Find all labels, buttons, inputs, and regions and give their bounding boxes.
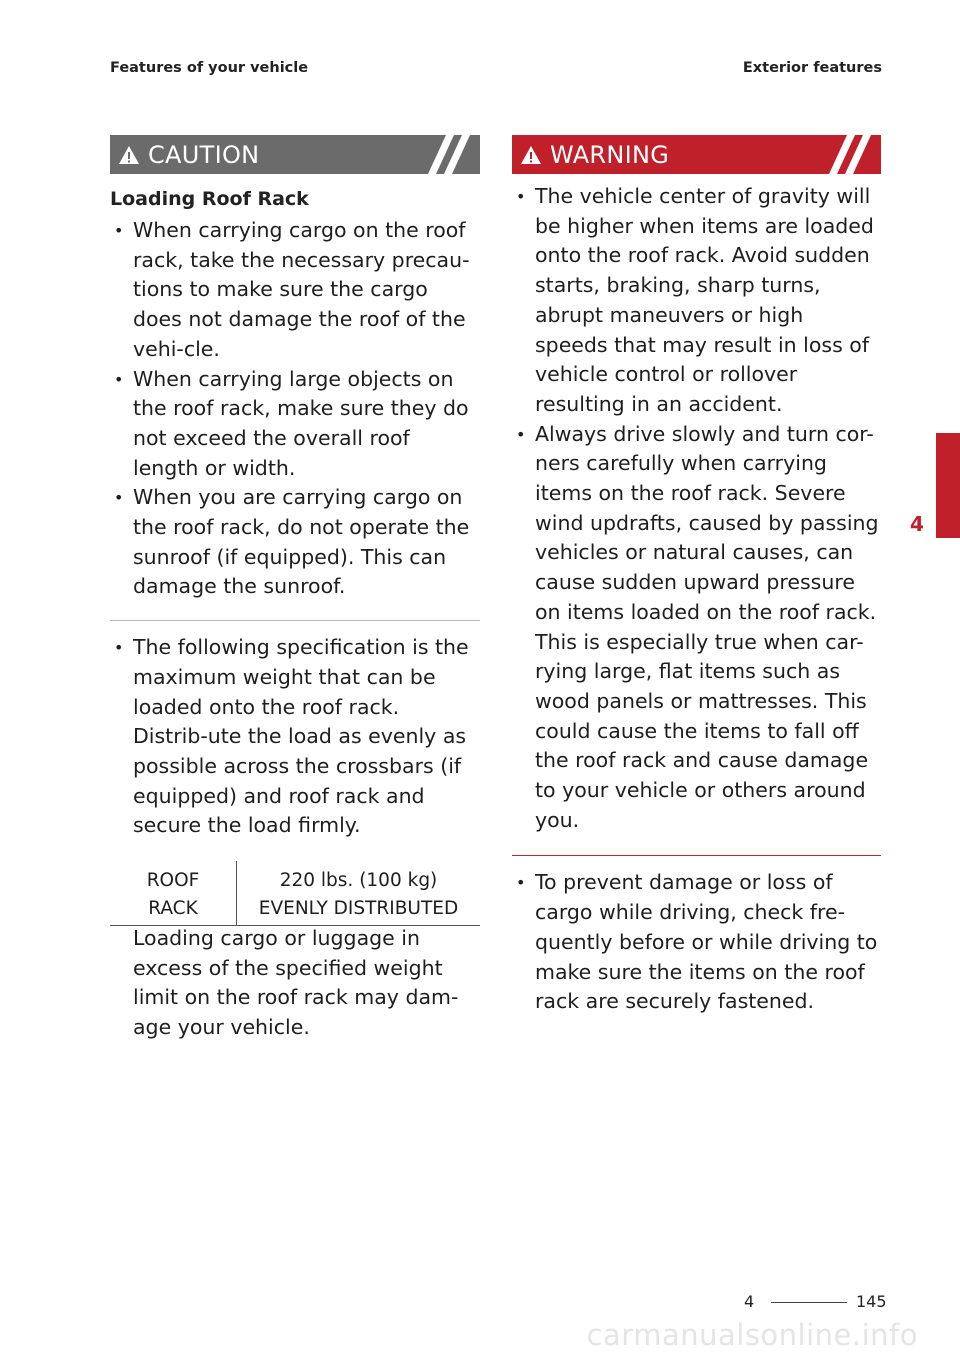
warning-triangle-icon: [521, 145, 541, 164]
spec-list: • The following specification is the maxi…: [110, 633, 480, 841]
page-number: 145: [856, 1292, 887, 1311]
chapter-side-number: 4: [910, 512, 924, 536]
spec-value-line: 220 lbs. (100 kg): [279, 870, 438, 892]
bullet-dot: •: [114, 369, 124, 389]
section-divider: [110, 620, 480, 622]
list-item: • To prevent damage or loss of cargo whil…: [512, 868, 881, 1017]
list-item: • When carrying large objects on the roof…: [110, 365, 480, 484]
banner-stripes-decoration: [829, 135, 871, 174]
list-item: • When you are carrying cargo on the roof…: [110, 483, 480, 602]
list-item: • When carrying cargo on the roof rack, t…: [110, 216, 480, 365]
running-header-section: Features of your vehicle: [110, 60, 309, 76]
running-header-chapter: Exterior features: [742, 60, 882, 76]
bullet-dot: •: [114, 221, 124, 240]
warning-column: WARNING • The vehicle center of gravity w…: [512, 135, 881, 1017]
spec-label-line: RACK: [148, 898, 198, 920]
list-item: • The vehicle center of gravity will be h…: [512, 182, 881, 420]
caution-list: • When carrying cargo on the roof rack, t…: [110, 216, 480, 602]
bullet-dot: •: [516, 187, 526, 206]
list-item-text: When carrying cargo on the roof rack, ta…: [133, 218, 470, 361]
table-row: ROOF RACK 220 lbs. (100 kg) EVENLY DISTR…: [110, 861, 480, 926]
warning-list: • The vehicle center of gravity will be h…: [512, 182, 881, 835]
bullet-dot: •: [114, 638, 124, 658]
list-item-text: The following specification is the maxim…: [133, 635, 469, 838]
warning-banner: WARNING: [512, 135, 881, 174]
caution-subheading: Loading Roof Rack: [110, 188, 309, 210]
footer-chapter-number: 4: [744, 1292, 755, 1311]
fastening-list: • To prevent damage or loss of cargo whil…: [512, 868, 881, 1017]
warning-title: WARNING: [550, 140, 670, 169]
chapter-side-tab: [936, 433, 960, 538]
caution-banner: CAUTION: [110, 135, 480, 174]
roof-rack-spec-table: ROOF RACK 220 lbs. (100 kg) EVENLY DISTR…: [110, 861, 480, 926]
spec-value-cell: 220 lbs. (100 kg) EVENLY DISTRIBUTED: [237, 861, 481, 926]
banner-stripes-decoration: [428, 135, 470, 174]
list-item-text: Always drive slowly and turn cor-ners ca…: [535, 421, 879, 832]
spec-label-line: ROOF: [146, 870, 200, 892]
list-item-text: When carrying large objects on the roof …: [133, 366, 469, 480]
list-item-text: When you are carrying cargo on the roof …: [133, 485, 470, 599]
spec-label-cell: ROOF RACK: [110, 861, 237, 926]
caution-column: CAUTION Loading Roof Rack • When carrying…: [110, 135, 480, 1043]
warning-divider: [512, 855, 881, 857]
list-item-text: To prevent damage or loss of cargo while…: [535, 870, 878, 1014]
warning-triangle-icon: [119, 145, 139, 164]
bullet-dot: •: [114, 488, 124, 508]
list-item-text: The vehicle center of gravity will be hi…: [535, 184, 874, 416]
caution-title: CAUTION: [148, 140, 260, 169]
bullet-dot: •: [516, 873, 526, 893]
watermark: carmanualsonline.info: [586, 1318, 918, 1352]
list-item: • The following specification is the maxi…: [110, 633, 480, 841]
footer-rule: [771, 1302, 847, 1303]
list-item: • Always drive slowly and turn cor-ners c…: [512, 420, 881, 836]
bullet-dot: •: [516, 424, 526, 444]
overload-note: Loading cargo or luggage in excess of th…: [133, 926, 459, 1040]
spec-value-line: EVENLY DISTRIBUTED: [258, 898, 459, 920]
